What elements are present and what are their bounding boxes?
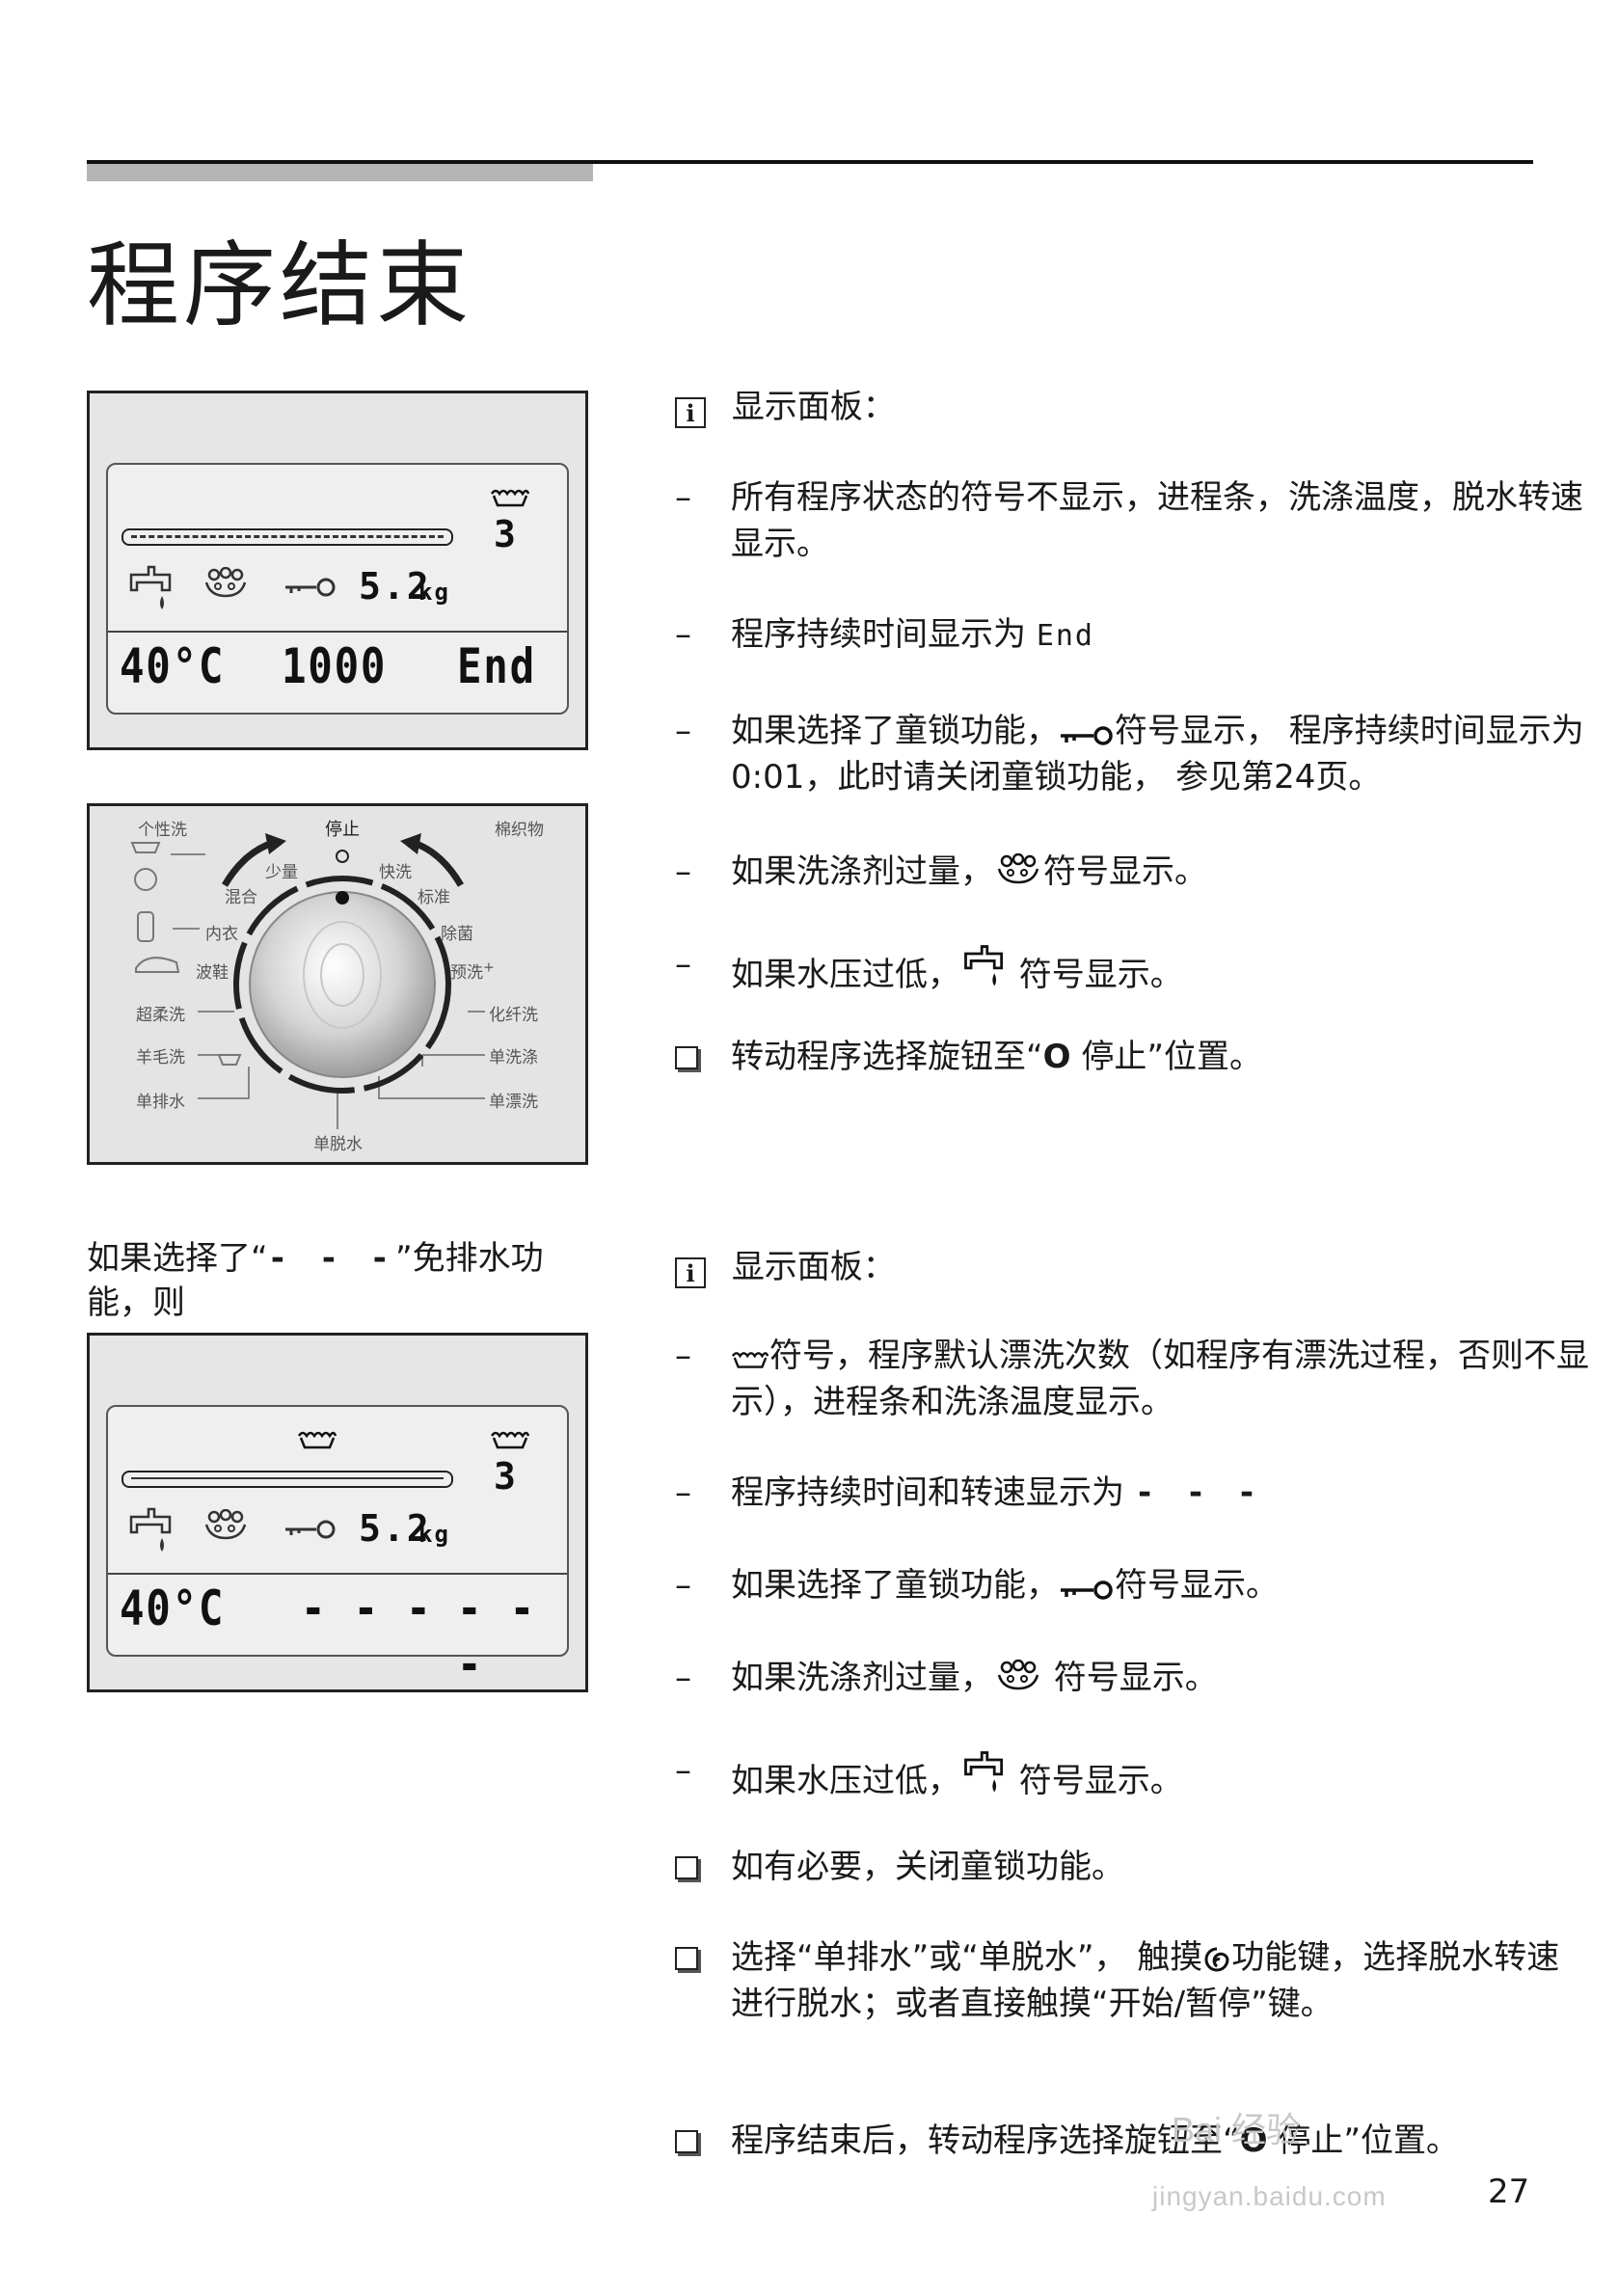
- dial-label-spin-only: 单脱水: [313, 1135, 363, 1154]
- end-glyph: End: [1036, 619, 1094, 653]
- section1-item-3: – 如果选择了童锁功能，符号显示， 程序持续时间显示为0:01，此时请关闭童锁功…: [675, 712, 1584, 797]
- load-weight: 5.2: [359, 565, 431, 608]
- load-weight: 5.2: [359, 1507, 431, 1550]
- child-lock-key-icon: [285, 578, 336, 597]
- dash-glyph: - - -: [1134, 1473, 1263, 1512]
- section2-item-5: – 如果水压过低， 符号显示。: [675, 1747, 1591, 1804]
- progress-bar: [121, 1471, 453, 1488]
- section2-item-8: 程序结束后，转动程序选择旋钮至“O 停止”位置。: [675, 2118, 1591, 2164]
- checkbox-bullet: [675, 1046, 698, 1069]
- dial-label-wash-only: 单洗涤: [489, 1048, 538, 1067]
- section1-item-4: – 如果洗涤剂过量，符号显示。: [675, 852, 1207, 891]
- dial-label-rinse-only: 单漂洗: [489, 1093, 538, 1112]
- child-lock-key-icon: [285, 1520, 336, 1539]
- header-rule: [87, 160, 1533, 164]
- section2-item-3: – 如果选择了童锁功能，符号显示。: [675, 1566, 1279, 1605]
- dial-label-prewash: 预洗+: [450, 959, 495, 983]
- dial-label-standard: 标准: [418, 888, 450, 907]
- child-lock-key-icon: [1061, 726, 1113, 745]
- program-dial: [130, 833, 485, 1129]
- dial-label-synthetic: 化纤洗: [489, 1006, 538, 1025]
- no-drain-glyph: - - -: [267, 1239, 395, 1278]
- page-number: 27: [1488, 2173, 1530, 2211]
- load-unit: kg: [418, 579, 450, 606]
- dial-label-small-load: 少量: [265, 863, 298, 882]
- rinse-count: 3: [494, 1455, 518, 1498]
- detergent-overdose-icon: [997, 1659, 1039, 1690]
- section2-item-7: 选择“单排水”或“单脱水”， 触摸功能键，选择脱水转速进行脱水；或者直接触摸“开…: [675, 1934, 1591, 2027]
- low-water-pressure-icon: [129, 565, 172, 609]
- dial-label-cotton: 棉织物: [495, 821, 544, 840]
- no-drain-heading: 如果选择了“- - -”免排水功能，则: [87, 1239, 544, 1322]
- dial-label-quick: 快洗: [379, 863, 412, 882]
- rinse-icon: [731, 1352, 769, 1368]
- child-lock-key-icon: [1061, 1580, 1113, 1600]
- dial-label-sanitize: 除菌: [441, 925, 473, 944]
- dial-label-sneakers: 波鞋: [196, 963, 229, 983]
- spin-speed-readout: 1000: [282, 638, 388, 694]
- display-panel-end: 3 5.2 kg 40°C 1000 End: [87, 391, 588, 750]
- dial-label-wool: 羊毛洗: [136, 1048, 185, 1067]
- lcd-screen: 3 5.2 kg 40°C 1000 End: [106, 463, 569, 715]
- dial-label-drain-only: 单排水: [136, 1093, 185, 1112]
- dial-label-mixed: 混合: [225, 888, 257, 907]
- detergent-overdose-icon: [997, 852, 1039, 884]
- progress-bar: [121, 528, 453, 546]
- low-water-pressure-icon: [964, 1751, 1004, 1793]
- section1-item-1: – 所有程序状态的符号不显示，进程条，洗涤温度，脱水转速显示。: [675, 478, 1583, 563]
- watermark-logo: Bai 经验: [1172, 2110, 1302, 2149]
- temperature-readout: 40°C: [120, 638, 226, 694]
- info-icon: i: [675, 397, 706, 428]
- time-readout: - - -: [457, 1580, 536, 1692]
- watermark-url: jingyan.baidu.com: [1152, 2181, 1387, 2211]
- section2-item-1: – 符号，程序默认漂洗次数（如程序有漂洗过程，否则不显示），进程条和洗涤温度显示…: [675, 1337, 1589, 1421]
- section2-item-4: – 如果洗涤剂过量， 符号显示。: [675, 1659, 1218, 1697]
- temperature-readout: 40°C: [120, 1580, 226, 1636]
- section1-header: i 显示面板：: [675, 384, 1591, 430]
- section2-item-2: – 程序持续时间和转速显示为 - - -: [675, 1473, 1263, 1512]
- detergent-overdose-icon: [204, 567, 247, 598]
- program-selector-panel: 个性洗 停止 棉织物 少量 混合 内衣 波鞋 超柔洗 羊毛洗 单排水 快洗 标准…: [87, 803, 588, 1165]
- dial-label-custom: 个性洗: [138, 821, 187, 840]
- info-icon: i: [675, 1257, 706, 1288]
- low-water-pressure-icon: [964, 945, 1004, 986]
- rinse-count: 3: [494, 513, 518, 555]
- rinse-icon: [490, 1431, 530, 1449]
- rinse-icon: [490, 489, 530, 507]
- dial-label-stop: 停止: [325, 820, 360, 840]
- time-readout: End: [457, 638, 536, 694]
- section1-item-5: – 如果水压过低， 符号显示。: [675, 941, 1591, 998]
- dial-label-underwear: 内衣: [205, 925, 238, 944]
- page-title: 程序结束: [87, 231, 472, 339]
- load-unit: kg: [418, 1521, 450, 1548]
- low-water-pressure-icon: [129, 1507, 172, 1552]
- stop-circle-glyph: O: [1042, 1038, 1071, 1076]
- section2-item-6: 如有必要，关闭童锁功能。: [675, 1844, 1591, 1890]
- header-accent-bar: [87, 164, 593, 181]
- spin-speed-readout: - - -: [301, 1580, 433, 1636]
- section2-header: i 显示面板：: [675, 1244, 1591, 1290]
- rinse-icon-center: [297, 1431, 337, 1449]
- spin-function-icon: [1204, 1947, 1229, 1972]
- checkbox-bullet: [675, 1856, 698, 1879]
- dial-label-super-soft: 超柔洗: [136, 1006, 185, 1025]
- section1-item-6: 转动程序选择旋钮至“O 停止”位置。: [675, 1034, 1591, 1080]
- display-panel-no-drain: 3 5.2 kg 40°C - - - - - -: [87, 1333, 588, 1692]
- lcd-screen: 3 5.2 kg 40°C - - - - - -: [106, 1405, 569, 1692]
- section1-item-2: – 程序持续时间显示为 End: [675, 615, 1094, 654]
- detergent-overdose-icon: [204, 1509, 247, 1540]
- checkbox-bullet: [675, 1947, 698, 1970]
- checkbox-bullet: [675, 2130, 698, 2153]
- stop-circle-glyph: O: [1239, 2121, 1268, 2160]
